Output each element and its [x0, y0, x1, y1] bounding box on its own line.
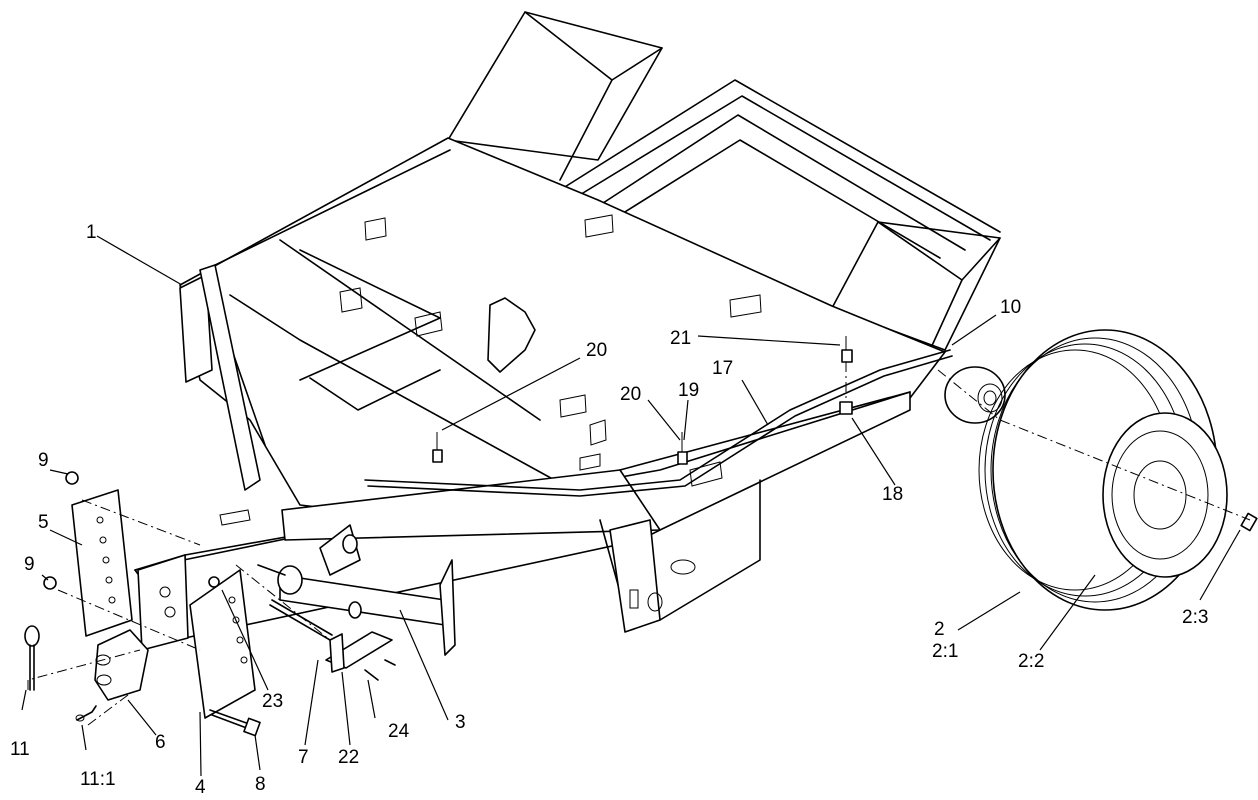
- bolt-8: [209, 709, 261, 737]
- callout-19: 19: [678, 380, 699, 401]
- screw-24: [364, 659, 396, 681]
- callout-20-left: 20: [586, 340, 607, 361]
- callout-7: 7: [298, 747, 309, 768]
- callout-3: 3: [455, 712, 466, 733]
- jack-stand-3: [257, 524, 456, 656]
- nuts: [43, 471, 79, 590]
- wheel-hub: [944, 366, 1006, 424]
- callout-23: 23: [262, 691, 283, 712]
- callout-18: 18: [882, 484, 903, 505]
- callout-8: 8: [255, 774, 266, 795]
- callout-17: 17: [712, 358, 733, 379]
- clamps-19-20-21: [432, 336, 853, 465]
- hitch-plate-4: [189, 569, 256, 719]
- callout-24: 24: [388, 721, 410, 742]
- callout-2-1: 2:1: [932, 641, 958, 662]
- callout-11: 11: [10, 739, 30, 760]
- hitch-plate-5: [71, 489, 133, 637]
- callout-6: 6: [155, 732, 166, 753]
- callout-22: 22: [338, 747, 359, 768]
- spacer-23: [208, 576, 220, 588]
- hitch-clevis: [94, 629, 149, 701]
- frame-assembly: [179, 11, 1001, 541]
- callout-9-lower: 9: [24, 554, 35, 575]
- callout-1: 1: [86, 222, 97, 243]
- leader-lines: [21, 235, 1241, 777]
- callout-2: 2: [934, 619, 945, 640]
- hitch-pin: [24, 625, 40, 691]
- hair-pin-clip: [75, 705, 97, 722]
- callout-5: 5: [38, 512, 49, 533]
- lug-bolt: [1240, 512, 1258, 532]
- tire: [978, 329, 1228, 611]
- assembly-center-lines: [27, 362, 1251, 726]
- callout-20-right: 20: [620, 384, 641, 405]
- callout-9-upper: 9: [38, 450, 49, 471]
- callout-2-3: 2:3: [1182, 607, 1208, 628]
- callout-10: 10: [1000, 297, 1021, 318]
- control-cable: [364, 349, 953, 497]
- callout-2-2: 2:2: [1018, 651, 1044, 672]
- callout-21: 21: [670, 328, 691, 349]
- lock-bracket-22: [325, 631, 393, 673]
- callout-11-1: 11:1: [80, 769, 116, 790]
- callout-4: 4: [195, 777, 206, 798]
- callout-labels: 1 9 5 9 11 11:1 6 4 8 23 7 22 24 3 20 20…: [10, 222, 1208, 798]
- hitch-tongue: [134, 391, 911, 651]
